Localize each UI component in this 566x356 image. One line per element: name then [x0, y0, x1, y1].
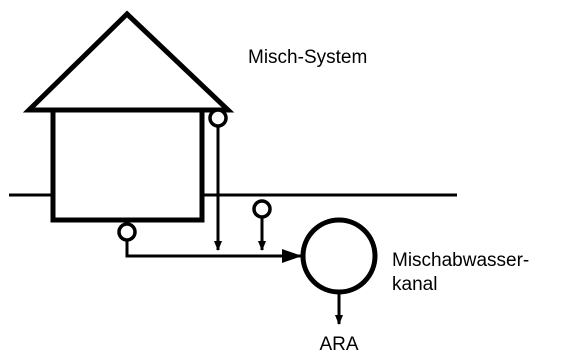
street-inlet: [252, 199, 272, 219]
house-roof: [22, 10, 235, 113]
outlet-label: ARA: [319, 334, 358, 355]
diagram-title: Misch-System: [248, 47, 367, 68]
house-wastewater-pipe: [125, 240, 302, 263]
sewer-label-line2: kanal: [392, 274, 437, 295]
roof-drain-inlet: [208, 108, 228, 128]
sewer-label-line1: Mischabwasser-: [392, 250, 529, 271]
combined-sewer-pipe: [300, 217, 378, 295]
house-wastewater-outlet: [117, 222, 137, 242]
house-body: [50, 107, 205, 223]
